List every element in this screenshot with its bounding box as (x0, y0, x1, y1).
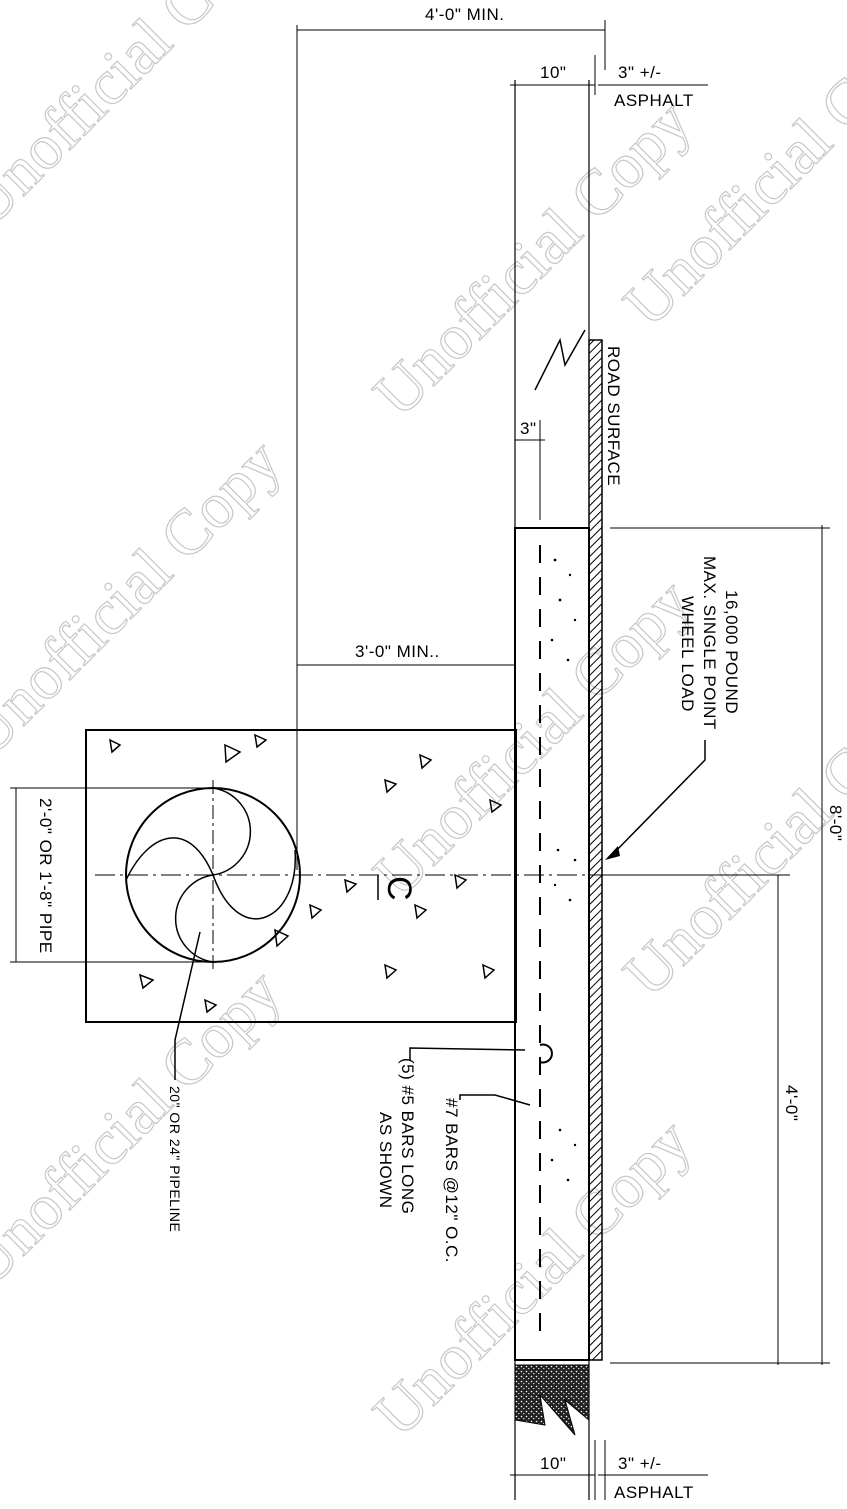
concrete-encasement (85, 729, 517, 1023)
asphalt-road-surface (588, 339, 603, 1361)
dim-pipe-label: 2'-0" OR 1'-8" PIPE (36, 798, 55, 954)
bars5-leader (409, 1047, 526, 1060)
centerline-symbol: C (380, 876, 418, 901)
slab-aggregate (550, 558, 577, 1182)
dim-asphalt-top: 3" +/- (618, 63, 662, 82)
bars7-label: #7 BARS @12" O.C. (442, 1098, 461, 1263)
load-arrowhead (605, 846, 620, 860)
dim-overall-label: 4'-0" MIN. (425, 5, 504, 24)
break-line-top (534, 329, 586, 391)
dim-slab-thickness-top: 10" (540, 63, 566, 82)
load-leader (611, 740, 706, 856)
watermark-text: Unofficial Copy (0, 425, 294, 770)
watermark-text: Unofficial Copy (0, 955, 294, 1300)
dim-half-slab-label: 4'-0" (782, 1085, 801, 1121)
load-label-line3: WHEEL LOAD (678, 596, 697, 712)
road-surface-label: ROAD SURFACE (604, 346, 623, 486)
encasement-aggregate (109, 733, 503, 1014)
bars5-label-line2: AS SHOWN (376, 1112, 395, 1209)
bars7-leader (459, 1094, 531, 1106)
gravel-fill-bottom (514, 1364, 590, 1436)
asphalt-label-top: ASPHALT (614, 91, 694, 110)
pipe-inner-curve (125, 837, 296, 920)
dim-slab-thickness-bottom: 10" (540, 1454, 566, 1473)
bars5-label-line1: (5) #5 BARS LONG (398, 1058, 417, 1214)
dim-cover-label: 3" (520, 419, 537, 438)
watermark-text: Unofficial Copy (610, 665, 847, 1010)
dim-asphalt-bottom: 3" +/- (618, 1454, 662, 1473)
load-label-line2: MAX. SINGLE POINT (700, 556, 719, 730)
watermark-text: Unofficial Copy (360, 565, 705, 910)
watermark-text: Unofficial Copy (0, 0, 294, 240)
pipeline-leader (174, 931, 201, 1080)
bar-hook (539, 1043, 553, 1064)
dim-slab-length-label: 8'-0" (826, 805, 845, 841)
asphalt-label-bottom: ASPHALT (614, 1483, 694, 1502)
load-label-line1: 16,000 POUND (722, 590, 741, 714)
dim-clearance-label: 3'-0" MIN.. (355, 642, 440, 661)
pipeline-label: 20" OR 24" PIPELINE (167, 1086, 183, 1232)
